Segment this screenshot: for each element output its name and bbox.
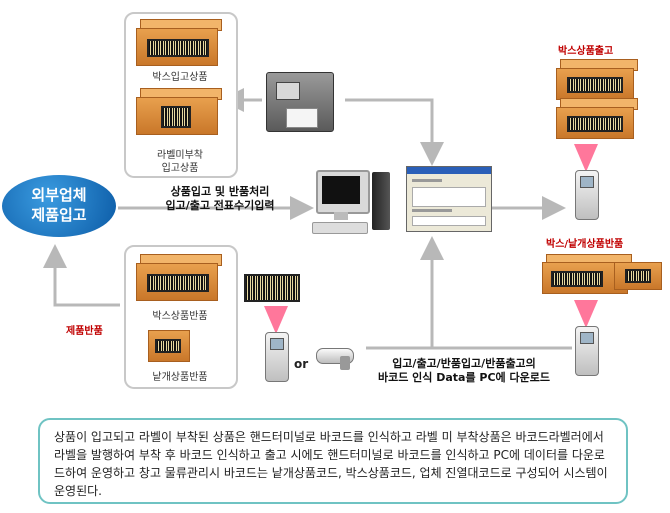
- unlabeled-label-line2: 입고상품: [161, 163, 199, 174]
- barcode-icon: [147, 39, 209, 57]
- pc-icon: [312, 168, 394, 238]
- or-label: or: [294, 357, 309, 371]
- product-return-label: 제품반품: [66, 326, 103, 337]
- barcode-icon: [161, 106, 191, 128]
- box-inbound: [136, 28, 218, 66]
- box-outbound-1: [556, 68, 634, 100]
- box-unlabeled: [136, 97, 218, 135]
- arrow-top-to-pc: [345, 98, 444, 166]
- process-label-line2: 입고/출고 전표수기입력: [165, 199, 275, 212]
- scan-beam-icon: [574, 300, 598, 328]
- barcode-icon: [147, 274, 209, 292]
- description-note: 상품이 입고되고 라벨이 부착된 상품은 핸드터미널로 바코드를 인식하고 라벨…: [38, 418, 628, 504]
- vendor-inbound-badge: 외부업체 제품입고: [2, 175, 116, 237]
- unlabeled-label-line1: 라벨미부착: [157, 150, 203, 161]
- barcode-icon: [567, 77, 623, 93]
- box-return: [136, 263, 218, 301]
- barcode-gun-icon: [316, 342, 366, 370]
- description-text: 상품이 입고되고 라벨이 부착된 상품은 핸드터미널로 바코드를 인식하고 라벨…: [54, 430, 608, 498]
- barcode-printer-icon: [266, 72, 336, 134]
- arrow-return-to-oval: [43, 244, 120, 307]
- barcode-icon: [625, 269, 651, 283]
- handheld-terminal-icon: [575, 326, 599, 376]
- right-return-label: 박스/낱개상품반품: [546, 239, 624, 250]
- download-label-line2: 바코드 인식 Data를 PC에 다운로드: [377, 371, 550, 384]
- piece-return-label: 낱개상품반품: [152, 372, 208, 383]
- barcode-icon: [155, 339, 181, 353]
- barcode-icon: [244, 274, 300, 302]
- process-label-line1: 상품입고 및 반품처리: [170, 185, 270, 198]
- box-inbound-label: 박스입고상품: [152, 72, 208, 83]
- arrow-download-to-pc: [366, 236, 444, 350]
- handheld-terminal-icon: [575, 170, 599, 220]
- handheld-terminal-icon: [265, 332, 289, 382]
- barcode-icon: [567, 116, 623, 132]
- download-label-line1: 입고/출고/반품입고/반품출고의: [392, 357, 536, 370]
- vendor-inbound-line1: 외부업체: [31, 186, 87, 204]
- software-window-icon: [406, 166, 492, 232]
- piece-return: [148, 330, 190, 362]
- scan-beam-icon: [264, 306, 288, 334]
- box-outbound-2: [556, 107, 634, 139]
- barcode-icon: [551, 271, 603, 287]
- box-return-label: 박스상품반품: [152, 311, 208, 322]
- vendor-inbound-line2: 제품입고: [31, 206, 87, 224]
- scan-beam-icon: [574, 144, 598, 172]
- piece-return-right: [614, 262, 662, 290]
- right-box-outbound-label: 박스상품출고: [558, 46, 614, 57]
- box-return-right: [542, 262, 628, 294]
